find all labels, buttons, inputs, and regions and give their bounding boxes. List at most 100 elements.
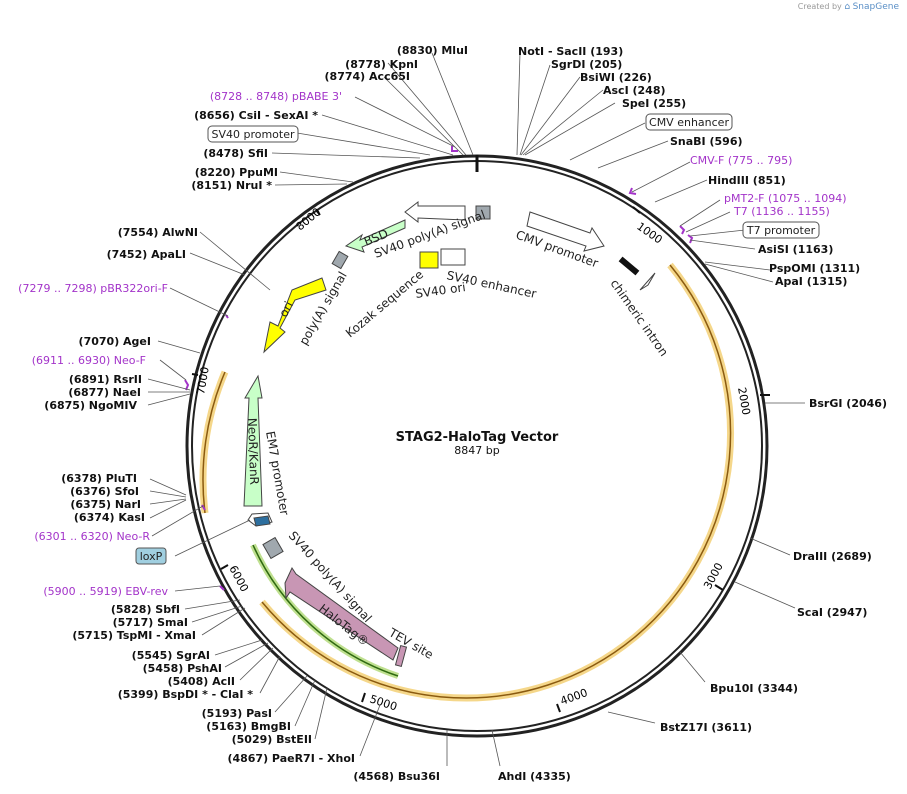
feature-neor-kanr: NeoR/KanR xyxy=(245,418,261,485)
tick-4000 xyxy=(556,703,561,713)
orange-arc-left xyxy=(202,371,226,514)
site-sfii: (8478) SfiI xyxy=(203,147,268,160)
site-apai: ApaI (1315) xyxy=(775,275,847,288)
map-title: STAG2-HaloTag Vector xyxy=(396,430,559,445)
site-bsteii: (5029) BstEII xyxy=(232,733,312,746)
feature-box-small-bottom xyxy=(262,536,284,560)
tick-8000 xyxy=(315,209,321,216)
sv40-promoter-label: SV40 promoter xyxy=(211,128,295,141)
site-alwni: (7554) AlwNI xyxy=(118,226,198,239)
sv40-promoter-box xyxy=(207,125,299,143)
chimeric-intron-marker xyxy=(618,256,640,276)
site-ebv-rev: (5900 .. 5919) EBV-rev xyxy=(43,585,168,598)
orange-arc-outer-highlight xyxy=(259,262,735,702)
site-sgrdi: SgrDI (205) xyxy=(551,58,622,71)
site-bsiwi: BsiWI (226) xyxy=(580,71,652,84)
cmv-enhancer-box xyxy=(645,113,733,131)
site-naei: (6877) NaeI xyxy=(68,386,141,399)
site-ahdi: AhdI (4335) xyxy=(498,770,571,783)
site-bsrgi: BsrGI (2046) xyxy=(809,397,887,410)
site-pbr322ori-f: (7279 .. 7298) pBR322ori-F xyxy=(18,282,168,295)
site-bsu36i: (4568) Bsu36I xyxy=(353,770,440,783)
site-csii: (8656) CsiI - SexAI * xyxy=(194,109,318,122)
site-asisi: AsiSI (1163) xyxy=(758,243,833,256)
site-kasi: (6374) KasI xyxy=(74,511,145,524)
site-tspmi: (5715) TspMI - XmaI xyxy=(72,629,196,642)
site-kpni: (8778) KpnI xyxy=(345,58,418,71)
tick-label-1000: 1000 xyxy=(634,220,664,247)
primer-mark-neof xyxy=(184,379,190,391)
site-scai: ScaI (2947) xyxy=(797,606,867,619)
t7-promoter-box xyxy=(742,221,820,239)
feature-em7-promoter: EM7 promoter xyxy=(263,430,292,516)
tick-1000 xyxy=(632,206,641,214)
tick-5000 xyxy=(361,692,366,703)
site-pshai: (5458) PshAI xyxy=(143,662,222,675)
tick-label-2000: 2000 xyxy=(735,386,753,416)
primer-mark-ebvrev xyxy=(219,585,225,591)
neor-kanr-arrow xyxy=(243,374,263,507)
halotag-arrow xyxy=(284,566,399,661)
brand-name: SnapGene xyxy=(852,2,899,12)
loxp-box xyxy=(135,547,167,565)
t7-promoter-label: T7 promoter xyxy=(746,224,816,237)
site-mlui: (8830) MluI xyxy=(397,44,468,57)
feature-ori: ori xyxy=(276,299,296,319)
primer-mark-pbabe xyxy=(451,146,458,152)
ori-arrow xyxy=(263,277,327,354)
site-hindiii: HindIII (851) xyxy=(708,174,786,187)
loxp-label: loxP xyxy=(140,550,163,563)
site-asci: AscI (248) xyxy=(603,84,666,97)
site-spei: SpeI (255) xyxy=(622,97,686,110)
site-neo-r: (6301 .. 6320) Neo-R xyxy=(34,530,150,543)
site-pbabe3: (8728 .. 8748) pBABE 3' xyxy=(210,90,342,103)
sv40-polya-arrow-top xyxy=(404,200,466,224)
site-agei: (7070) AgeI xyxy=(79,335,151,348)
site-bstz17i: BstZ17I (3611) xyxy=(660,721,752,734)
site-t7: T7 (1136 .. 1155) xyxy=(733,205,830,218)
site-snabi: SnaBI (596) xyxy=(670,135,743,148)
site-bpu10i: Bpu10I (3344) xyxy=(710,682,798,695)
tick-7000 xyxy=(191,373,199,376)
site-apali: (7452) ApaLI xyxy=(107,248,186,261)
feature-sv40-ori: SV40 ori xyxy=(414,280,466,301)
site-neo-f: (6911 .. 6930) Neo-F xyxy=(32,354,146,367)
site-nari: (6375) NarI xyxy=(70,498,141,511)
site-sbfi: (5828) SbfI xyxy=(111,603,180,616)
site-pmt2-f: pMT2-F (1075 .. 1094) xyxy=(724,192,847,205)
feature-box-small-left xyxy=(331,250,349,270)
map-length: 8847 bp xyxy=(454,444,499,457)
feature-box-small-top xyxy=(475,205,491,220)
site-rsrii: (6891) RsrII xyxy=(69,373,142,386)
site-pspomi: PspOMI (1311) xyxy=(769,262,860,275)
site-draiii: DraIII (2689) xyxy=(793,550,872,563)
tick-3000 xyxy=(714,584,724,591)
tick-6000 xyxy=(220,564,229,570)
site-acli: (5408) AclI xyxy=(168,675,235,688)
chimeric-intron-arrow xyxy=(639,272,656,291)
site-nrui: (8151) NruI * xyxy=(191,179,272,192)
site-sgrai: (5545) SgrAI xyxy=(132,649,210,662)
site-noti: NotI - SacII (193) xyxy=(518,45,623,58)
feature-chimeric-intron: chimeric intron xyxy=(608,277,671,359)
tick-label-4000: 4000 xyxy=(559,686,590,708)
snapgene-logo: ⌂ xyxy=(844,2,851,12)
green-arc xyxy=(252,544,399,677)
site-pasi: (5193) PasI xyxy=(202,707,272,720)
cmv-enhancer-label: CMV enhancer xyxy=(649,116,729,129)
cmv-promoter-arrow xyxy=(526,211,605,252)
site-bspdi: (5399) BspDI * - ClaI * xyxy=(118,688,254,701)
primer-mark-cmvf xyxy=(628,187,637,195)
orange-arc-outer xyxy=(261,264,732,699)
leader-lines xyxy=(147,52,805,767)
site-cmv-f: CMV-F (775 .. 795) xyxy=(690,154,792,167)
feature-kozak: Kozak sequence xyxy=(343,267,426,340)
tick-label-7000: 7000 xyxy=(194,366,212,396)
site-ppumi: (8220) PpuMI xyxy=(195,166,278,179)
brand-prefix: Created by xyxy=(797,2,842,11)
primer-mark-t7 xyxy=(687,234,694,244)
site-sfoi: (6376) SfoI xyxy=(70,485,139,498)
site-acc65i: (8774) Acc65I xyxy=(325,70,410,83)
primer-mark-pmt2f xyxy=(679,225,686,235)
